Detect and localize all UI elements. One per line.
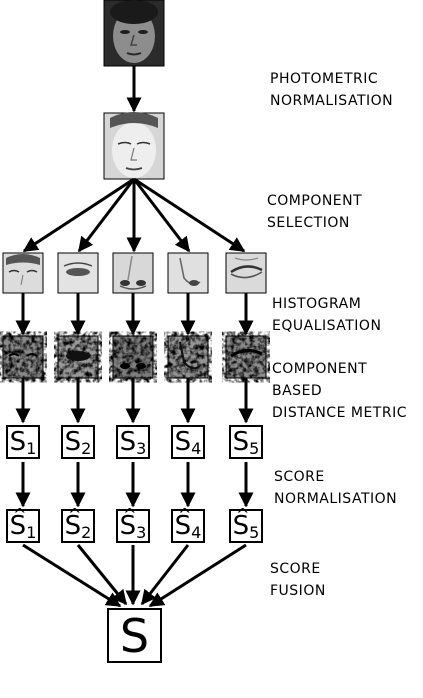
component-selection-arrows (22, 177, 246, 253)
histogram-arrows (15, 293, 254, 336)
equalised-crop-4 (167, 335, 209, 379)
normalised-score-box-1: ^S1 (6, 507, 40, 543)
normalised-score-box-3: ^S3 (116, 507, 150, 543)
equalised-crop-2 (57, 335, 99, 379)
label-score-fusion: SCORE FUSION (270, 561, 326, 599)
score-box-2: S2 (61, 425, 95, 459)
fusion-arrows (22, 543, 247, 608)
score-box-1: S1 (6, 425, 40, 459)
equalised-crops (2, 335, 267, 379)
component-crop-3 (112, 252, 154, 294)
input-face-image (103, 0, 165, 67)
component-crop-5 (225, 252, 267, 294)
label-distance-metric: COMPONENT BASED DISTANCE METRIC (272, 361, 407, 421)
score-box-4: S4 (171, 425, 205, 459)
label-score-normalisation: SCORE NORMALISATION (274, 469, 398, 507)
normalised-face-image (103, 112, 165, 180)
fused-score-box: S (107, 608, 162, 663)
normalised-score-box-2: ^S2 (61, 507, 95, 543)
distance-arrows (15, 378, 254, 424)
label-histogram-equalisation: HISTOGRAM EQUALISATION (272, 296, 382, 334)
equalised-crop-5 (225, 335, 267, 379)
score-norm-arrows (15, 462, 254, 508)
score-box-3: S3 (116, 425, 150, 459)
component-crop-4 (167, 252, 209, 294)
label-photometric-normalisation: PHOTOMETRIC NORMALISATION (270, 71, 394, 109)
fused-score-symbol: S (119, 609, 150, 663)
equalised-crop-1 (2, 335, 44, 379)
equalised-crop-3 (112, 335, 154, 379)
component-crop-2 (57, 252, 99, 294)
normalised-score-box-5: ^S5 (229, 507, 263, 543)
component-crops (2, 252, 267, 294)
component-crop-1 (2, 252, 44, 294)
normalised-score-box-4: ^S4 (171, 507, 205, 543)
score-box-5: S5 (229, 425, 263, 459)
label-component-selection: COMPONENT SELECTION (267, 193, 363, 231)
